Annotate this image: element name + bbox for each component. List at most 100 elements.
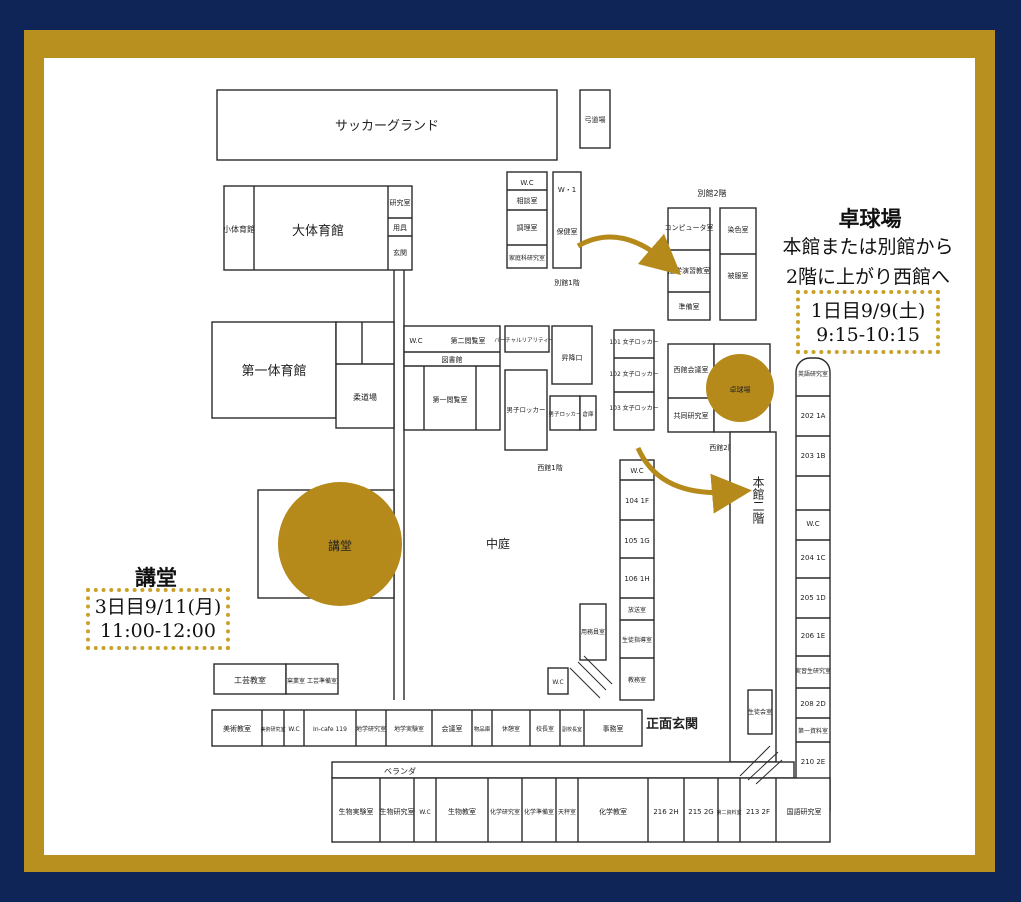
virtual-room xyxy=(504,325,550,353)
bio-class-label: 生物教室 xyxy=(448,807,476,816)
english-research-label: 英語研究室 xyxy=(798,370,828,378)
wc-art-label: W.C xyxy=(288,726,299,733)
soccer-ground xyxy=(216,89,558,161)
room-106-label: 106 1H xyxy=(624,575,649,583)
big-gym-label: 大体育館 xyxy=(292,223,344,239)
room-102-label: 102 女子ロッカー xyxy=(609,370,658,378)
auditorium-title: 講堂 xyxy=(135,565,177,590)
table-tennis-line1: 本館または別館から xyxy=(782,236,954,258)
wc-counseling-block xyxy=(506,171,548,269)
archery-range xyxy=(579,89,611,149)
auditorium-time: 11:00-12:00 xyxy=(100,620,216,642)
auditorium-highlight xyxy=(278,482,402,606)
room-101-label: 101 女子ロッカー xyxy=(609,338,658,346)
japanese-research-label: 国語研究室 xyxy=(787,807,822,816)
room-206-label: 206 1E xyxy=(801,632,825,640)
front-entrance-label: 正面玄関 xyxy=(646,716,698,732)
broadcast-label: 放送室 xyxy=(628,606,646,614)
geo-lab-label: 地学実験室 xyxy=(394,725,424,733)
supply-room xyxy=(579,603,607,661)
faculty-room-label: 教務室 xyxy=(628,676,646,684)
room-210-label: 210 2E xyxy=(801,758,825,766)
table-tennis-title: 卓球場 xyxy=(838,206,902,231)
chem-class-label: 化学教室 xyxy=(599,807,627,816)
wc-lower xyxy=(547,667,569,695)
gym-supplies-label: 用具 xyxy=(393,224,407,232)
judo-block xyxy=(335,321,395,429)
room-105-label: 105 1G xyxy=(624,537,649,545)
joint-research-label: 共同研究室 xyxy=(674,411,709,420)
room-215-label: 215 2G xyxy=(688,808,713,816)
first-reading-label: 第一閲覧室 xyxy=(433,395,468,404)
second-reading-label: 第二閲覧室 xyxy=(451,336,486,345)
room-204-label: 204 1C xyxy=(801,554,826,562)
craft-room-label: 工芸教室 xyxy=(234,675,266,685)
kiln-room-label: 窯業室 工芸準備室 xyxy=(287,677,337,685)
arrow-to-main-hall xyxy=(635,446,752,514)
judo-label: 柔道場 xyxy=(353,392,377,402)
supply-room-label: 用務員室 xyxy=(581,628,605,636)
first-gym-label: 第一体育館 xyxy=(241,363,306,379)
second-materials-label: 第二資料室 xyxy=(716,809,741,816)
west-1f-label: 西館1階 xyxy=(537,463,562,472)
room-213-label: 213 2F xyxy=(746,808,770,816)
stairs-lower-right xyxy=(739,745,783,785)
library-block xyxy=(403,325,501,431)
east-column xyxy=(795,357,831,825)
room-208-label: 208 2D xyxy=(800,700,825,708)
computer-room-label: コンピュータ室 xyxy=(665,223,714,232)
student-council xyxy=(747,689,773,735)
health-block xyxy=(552,171,582,269)
bottom-row xyxy=(331,777,831,843)
rest-room-label: 休憩室 xyxy=(502,725,520,733)
bio-research-label: 生物研究室 xyxy=(380,807,415,816)
balance-room-label: 天秤室 xyxy=(558,808,576,816)
table-tennis-schedule-box xyxy=(796,290,940,354)
courtyard-label: 中庭 xyxy=(486,536,510,551)
wc-lower-label: W.C xyxy=(552,679,563,686)
virtual-label: バーチャルリアリティー室 xyxy=(494,336,560,344)
soccer-ground-label: サッカーグランド xyxy=(335,119,439,134)
dye-room-label: 染色室 xyxy=(728,225,749,234)
room-216-label: 216 2H xyxy=(653,808,678,816)
table-tennis-time: 9:15-10:15 xyxy=(816,324,920,346)
main-2f-label: 本館二階 xyxy=(751,476,765,525)
sewing-room-label: 被服室 xyxy=(728,271,749,280)
room-202-label: 202 1A xyxy=(801,412,826,420)
w1-label: W・1 xyxy=(558,186,576,194)
boys-locker-1 xyxy=(504,369,548,451)
language-room-label: 語学演習教室 xyxy=(668,266,710,275)
table-tennis-highlight xyxy=(706,354,774,422)
room-205-label: 205 1D xyxy=(800,594,825,602)
first-materials-label: 第一資料室 xyxy=(798,727,828,735)
art-room-label: 美術教室 xyxy=(223,724,251,733)
arrow-to-annex xyxy=(576,233,682,276)
archery-label: 弓道場 xyxy=(585,115,606,124)
girls-locker-column xyxy=(613,329,655,431)
stairs-exit xyxy=(551,325,593,385)
incafe-label: In-cafe 119 xyxy=(313,726,347,733)
chem-prep-label: 化学準備室 xyxy=(524,808,554,816)
annex-1f-label: 別館1階 xyxy=(554,278,579,287)
prep-room-label: 準備室 xyxy=(679,302,700,311)
boys-locker-label: 男子ロッカー xyxy=(507,406,546,414)
storage-label: 物品庫 xyxy=(474,725,491,733)
wc-top-label: W.C xyxy=(520,179,533,187)
conference-label: 会議室 xyxy=(442,724,463,733)
veranda-label: ベランダ xyxy=(384,766,416,776)
vice-principal-label: 副校長室 xyxy=(562,726,582,733)
student-guide-label: 生徒指導室 xyxy=(622,636,652,644)
craft-room xyxy=(213,663,287,695)
auditorium-date: 3日目9/11(月) xyxy=(94,596,222,618)
table-tennis-line2: 2階に上がり西館へ xyxy=(785,266,951,288)
practice-research-label: 実習生研究室 xyxy=(795,667,831,675)
boys-locker-2-label: 男子ロッカー xyxy=(548,411,581,418)
big-gym-block xyxy=(223,185,413,271)
cooking-room-label: 調理室 xyxy=(517,223,538,232)
stairs-exit-label: 昇降口 xyxy=(562,353,583,362)
geo-research-label: 地学研究室 xyxy=(356,725,386,733)
auditorium-schedule-box xyxy=(86,588,230,650)
west-2f-label: 西館2階 xyxy=(709,443,734,452)
gym-research-label: 研究室 xyxy=(390,198,411,207)
